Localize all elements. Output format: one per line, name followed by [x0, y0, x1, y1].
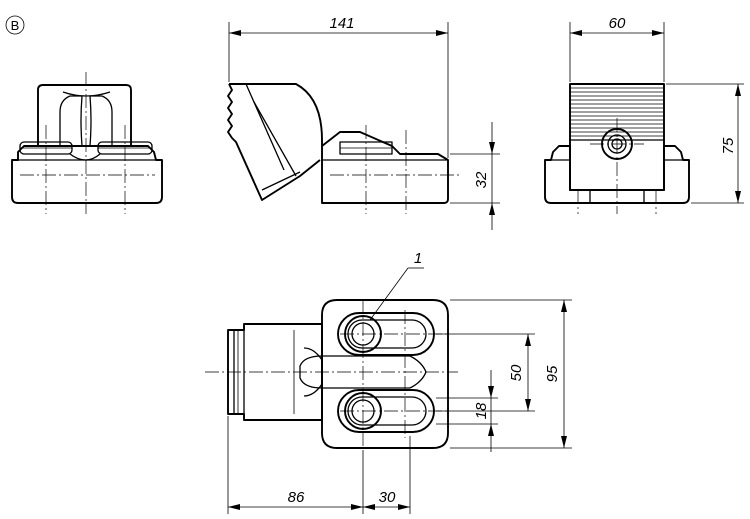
side-view: 141 32	[227, 15, 500, 230]
part-label: 1	[414, 250, 422, 267]
dim-base-width: 95	[544, 365, 561, 382]
front-view	[11, 72, 163, 214]
dim-base-height: 32	[473, 171, 490, 188]
view-marker: B	[5, 15, 25, 35]
dim-overall-length: 141	[329, 15, 354, 32]
top-view: 1 95 50 18 86 30	[205, 250, 572, 514]
dim-offset-x: 86	[288, 489, 305, 506]
dim-slot-width: 18	[473, 402, 490, 419]
end-view: 60 75	[544, 15, 744, 214]
dim-width: 60	[609, 15, 626, 32]
dim-slot-length: 30	[379, 489, 396, 506]
view-marker-letter: B	[11, 18, 20, 33]
dim-height: 75	[720, 137, 737, 154]
dim-slot-spacing: 50	[508, 364, 525, 381]
